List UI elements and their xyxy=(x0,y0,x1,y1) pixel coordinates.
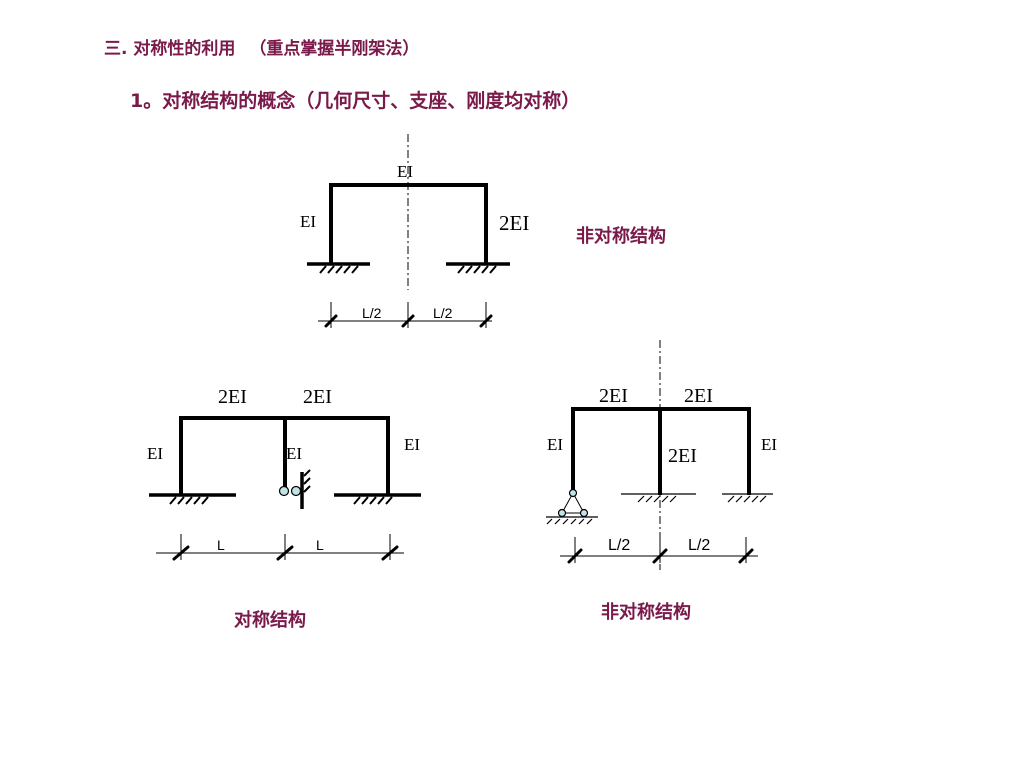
dimension-line-1 xyxy=(318,302,493,328)
subsection-number: 1。 xyxy=(130,90,163,112)
beam-right-stiffness-label: 2EI xyxy=(684,385,713,407)
section-title: 三. 对称性的利用 xyxy=(104,39,236,59)
left-column-stiffness-label: EI xyxy=(300,212,316,231)
frame-diagram-3: 2EI 2EI EI 2EI EI L/2 L/2 xyxy=(546,340,777,570)
hatch-left xyxy=(319,265,359,274)
hatch-right xyxy=(457,265,497,274)
middle-column-stiffness-label: EI xyxy=(286,444,302,463)
fixed-support-middle xyxy=(621,493,696,503)
pin-support xyxy=(546,488,598,525)
span-left-label: L/2 xyxy=(362,305,382,321)
subsection-heading: 1。对称结构的概念（几何尺寸、支座、刚度均对称） xyxy=(130,86,580,113)
section-note: （重点掌握半刚架法） xyxy=(249,39,420,59)
diagram-2-caption: 对称结构 xyxy=(234,610,306,631)
frame-diagram-2: 2EI 2EI EI EI EI L L xyxy=(147,386,421,561)
dimension-line-3 xyxy=(560,537,758,564)
diagram-1-caption: 非对称结构 xyxy=(576,226,666,247)
right-column-stiffness-label: EI xyxy=(761,435,777,454)
portal-frame xyxy=(329,183,488,265)
span-right-label: L/2 xyxy=(688,537,710,554)
diagram-3-caption: 非对称结构 xyxy=(601,602,691,623)
roller-support xyxy=(278,469,311,509)
hatch-left xyxy=(169,496,209,505)
span-left-label: L xyxy=(217,537,225,553)
middle-column-stiffness-label: 2EI xyxy=(668,445,697,467)
frame-diagram-1: EI EI 2EI L/2 L/2 xyxy=(300,134,529,328)
section-heading: 三. 对称性的利用 （重点掌握半刚架法） xyxy=(104,34,419,59)
right-column-stiffness-label: EI xyxy=(404,435,420,454)
subsection-title: 对称结构的概念（几何尺寸、支座、刚度均对称） xyxy=(162,90,581,112)
beam-stiffness-label: EI xyxy=(397,162,413,181)
left-column-stiffness-label: EI xyxy=(547,435,563,454)
beam-right-stiffness-label: 2EI xyxy=(303,386,332,408)
span-right-label: L xyxy=(316,537,324,553)
span-left-label: L/2 xyxy=(608,537,630,554)
right-column-stiffness-label: 2EI xyxy=(499,211,529,235)
fixed-support-right xyxy=(722,493,773,503)
hatch-right xyxy=(353,496,393,505)
dimension-line-2 xyxy=(156,534,404,561)
span-right-label: L/2 xyxy=(433,305,453,321)
beam-left-stiffness-label: 2EI xyxy=(218,386,247,408)
beam-left-stiffness-label: 2EI xyxy=(599,385,628,407)
left-column-stiffness-label: EI xyxy=(147,444,163,463)
